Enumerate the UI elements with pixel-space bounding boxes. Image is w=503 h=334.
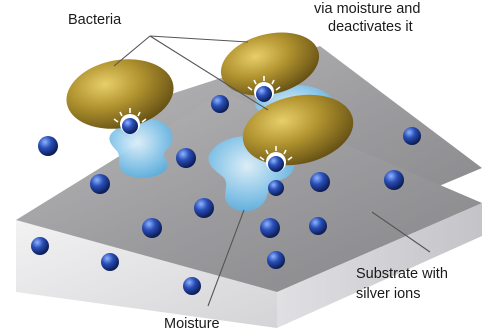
substrate-label-line2: silver ions [356, 286, 420, 302]
silver-ion [31, 237, 49, 255]
silver-ion [142, 218, 162, 238]
silver-ion [260, 218, 280, 238]
silver-ion [403, 127, 421, 145]
silver-ion [310, 172, 330, 192]
silver-ion [384, 170, 404, 190]
silver-ion [101, 253, 119, 271]
bacteria-label: Bacteria [68, 12, 122, 28]
substrate-label-line1: Substrate with [356, 266, 448, 282]
silver-ion [194, 198, 214, 218]
silver-ion [90, 174, 110, 194]
silver-ion [309, 217, 327, 235]
silver-ion [38, 136, 58, 156]
silver-ion [176, 148, 196, 168]
silver-ion-action-label-line1: via moisture and [314, 1, 420, 17]
moisture-label: Moisture [164, 316, 220, 332]
silver-ion-action-label-line2: deactivates it [328, 19, 413, 35]
silver-ion [268, 180, 284, 196]
bacteria-leader-line [150, 36, 248, 42]
silver-ion [267, 251, 285, 269]
silver-ion [211, 95, 229, 113]
silver-ion [183, 277, 201, 295]
